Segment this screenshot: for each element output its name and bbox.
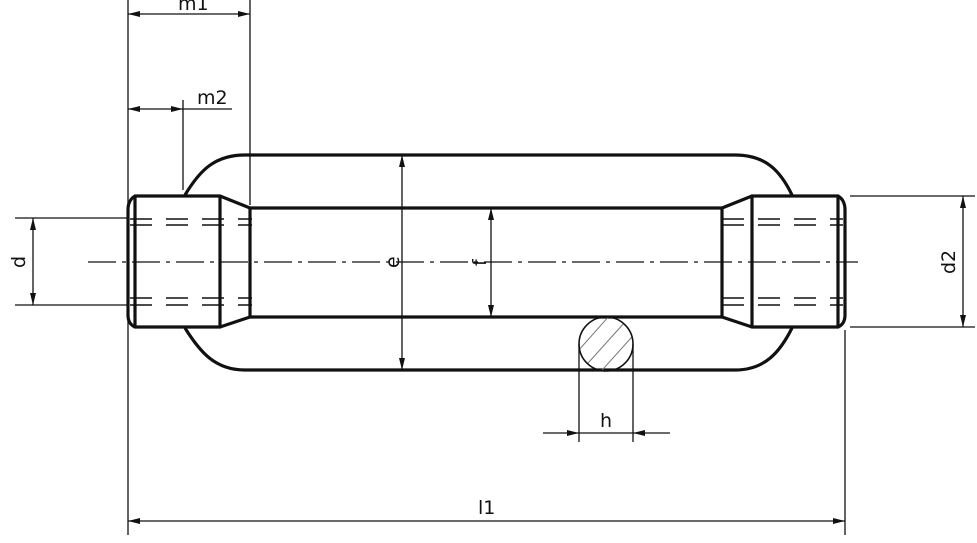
- label-l1: l1: [478, 497, 495, 519]
- label-d2: d2: [938, 250, 960, 274]
- label-m1: m1: [178, 0, 209, 15]
- label-e: e: [382, 256, 404, 268]
- outer-body-outline: [183, 153, 794, 372]
- label-h: h: [600, 410, 612, 432]
- extension-lines: [15, 0, 975, 535]
- label-m2: m2: [197, 87, 228, 109]
- label-f: f: [469, 258, 491, 266]
- label-d: d: [8, 256, 30, 268]
- cross-section-h: [578, 316, 634, 372]
